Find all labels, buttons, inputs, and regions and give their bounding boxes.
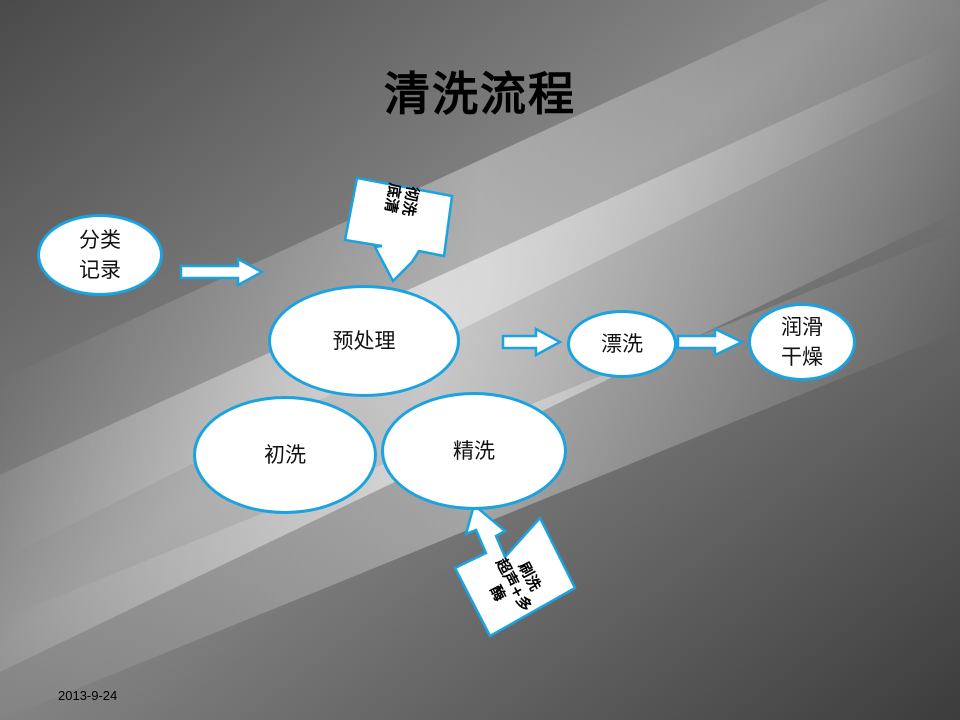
node-pretreat-label: 预处理 xyxy=(332,329,396,353)
node-initial-wash-label: 初洗 xyxy=(264,443,306,467)
node-fine-wash: 精洗 xyxy=(381,392,567,510)
callout-top-text: 彻洗 底清 xyxy=(381,182,422,218)
node-lubricate-line1: 润滑 xyxy=(781,315,823,339)
arrow-pretreat-to-rinse xyxy=(501,326,563,358)
node-initial-wash: 初洗 xyxy=(193,396,377,514)
callout-top-shape xyxy=(343,176,454,284)
page-title: 清洗流程 xyxy=(384,67,576,121)
node-pretreat: 预处理 xyxy=(268,285,460,397)
arrow-classify-to-pretreat xyxy=(179,256,265,288)
arrow-rinse-to-lubricate xyxy=(676,327,745,357)
node-classify-line1: 分类 xyxy=(79,228,121,252)
node-rinse: 漂洗 xyxy=(567,310,677,378)
node-lubricate-dry: 润滑 干燥 xyxy=(748,303,856,381)
node-rinse-label: 漂洗 xyxy=(601,332,643,356)
node-fine-wash-label: 精洗 xyxy=(453,439,495,463)
footer-date: 2013-9-24 xyxy=(58,688,118,703)
node-classify-line2: 记录 xyxy=(79,258,121,282)
node-classify-record: 分类 记录 xyxy=(37,214,163,296)
callout-bottom-shape xyxy=(453,502,577,638)
node-lubricate-line2: 干燥 xyxy=(781,345,823,369)
